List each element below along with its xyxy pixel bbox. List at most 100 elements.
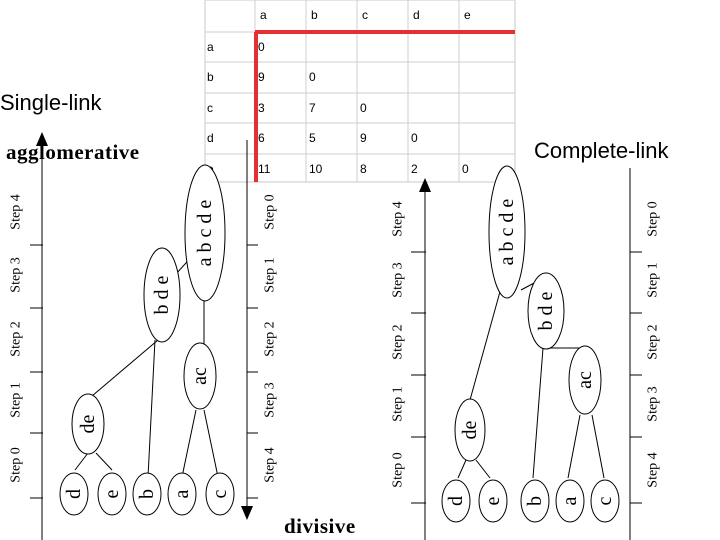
- complete-agg-step-label: Step 4: [391, 201, 406, 236]
- matrix-cell: 0: [360, 101, 367, 115]
- agg-step-label: Step 2: [9, 321, 24, 356]
- edge-a-ac: [181, 409, 197, 478]
- complete-div-step-label: Step 1: [646, 262, 661, 297]
- single-cluster-abcde-node: [184, 164, 226, 302]
- single-leaf-c-node: [205, 472, 235, 516]
- single-leaf-a-node: [167, 472, 197, 516]
- single-cluster-abcde-label: a b c d e: [194, 200, 216, 267]
- div-step-label: Step 2: [263, 321, 278, 356]
- matrix-row-header: a: [207, 40, 214, 54]
- complete-cluster-bde-label: b d e: [535, 291, 557, 330]
- agg-step-label: Step 1: [9, 382, 24, 417]
- single-leaf-d-label: d: [63, 489, 85, 499]
- matrix-cell: 0: [309, 70, 316, 84]
- matrix-cell: 6: [258, 131, 265, 145]
- divisive-label: divisive: [284, 514, 356, 538]
- single-cluster-bde-node: [143, 247, 181, 343]
- matrix-cell: 7: [309, 101, 316, 115]
- complete-leaf-d-node: [441, 479, 471, 523]
- single-leaf-c-label: c: [209, 489, 231, 498]
- complete-leaf-c-node: [590, 479, 620, 523]
- complete-cluster-de-label: de: [459, 420, 481, 439]
- edge-d-de: [74, 452, 89, 471]
- single-leaf-d-node: [59, 472, 89, 516]
- complete-leaf-b-label: b: [524, 496, 546, 506]
- complete-cluster-de-node: [454, 398, 486, 462]
- div-step-label: Step 0: [263, 194, 278, 229]
- complete-cluster-abcde-label: a b c d e: [496, 199, 518, 266]
- complete-div-step-label: Step 4: [646, 452, 661, 487]
- single-cluster-bde-label: b d e: [151, 275, 173, 314]
- single-leaf-a-label: a: [171, 489, 193, 498]
- complete-div-step-label: Step 2: [646, 324, 661, 359]
- c-edge-c-ac: [591, 414, 605, 479]
- single-cluster-ac-label: ac: [189, 367, 211, 385]
- matrix-cell: 0: [258, 40, 265, 54]
- agg-step-label: Step 0: [9, 447, 24, 482]
- complete-cluster-abcde-node: [488, 165, 526, 299]
- matrix-cell: 11: [258, 162, 271, 176]
- c-edge-de-abcde: [469, 287, 502, 401]
- matrix-cell: 10: [309, 162, 323, 176]
- complete-leaf-b-node: [520, 479, 550, 523]
- matrix-cell: 0: [462, 162, 469, 176]
- matrix-cell: 9: [258, 70, 265, 84]
- c-edge-d-de: [457, 459, 467, 479]
- complete-cluster-bde-node: [527, 272, 565, 350]
- complete-agg-arrowhead: [419, 178, 431, 192]
- matrix-col-header: e: [464, 8, 471, 22]
- matrix-row-header: c: [207, 101, 213, 115]
- matrix-cell: 2: [411, 162, 418, 176]
- single-cluster-de-label: de: [77, 414, 99, 433]
- matrix-row-header: b: [207, 70, 214, 84]
- complete-agg-step-label: Step 2: [391, 324, 406, 359]
- edge-b-bde: [147, 339, 156, 478]
- complete-agg-step-label: Step 1: [391, 386, 406, 421]
- divisive-arrowhead: [241, 506, 253, 520]
- matrix-col-header: c: [362, 8, 368, 22]
- complete-leaf-d-label: d: [445, 496, 467, 506]
- edge-c-ac: [203, 409, 219, 478]
- complete-agg-step-label: Step 3: [391, 262, 406, 297]
- single-leaf-e-node: [97, 472, 127, 516]
- complete-leaf-a-label: a: [559, 496, 581, 505]
- matrix-cell: 0: [411, 131, 418, 145]
- single-cluster-de-node: [71, 393, 105, 455]
- div-step-label: Step 4: [263, 447, 278, 482]
- c-edge-a-ac: [567, 414, 581, 479]
- complete-cluster-ac-node: [568, 345, 602, 415]
- single-leaf-e-label: e: [101, 489, 123, 498]
- matrix-cell: 3: [258, 101, 265, 115]
- matrix-cell: 8: [360, 162, 367, 176]
- c-edge-e-de: [475, 459, 491, 479]
- matrix-col-header: a: [260, 8, 267, 22]
- agg-step-label: Step 3: [9, 257, 24, 292]
- single-leaf-b-node: [132, 472, 162, 516]
- edge-de-bde: [91, 339, 159, 397]
- matrix-cell: 9: [360, 131, 367, 145]
- matrix-col-header: b: [311, 8, 318, 22]
- complete-agg-step-label: Step 0: [391, 452, 406, 487]
- edge-e-de: [95, 452, 113, 471]
- single-cluster-ac-node: [183, 342, 217, 410]
- matrix-row-header: d: [207, 131, 214, 145]
- matrix-cell: 5: [309, 131, 316, 145]
- complete-leaf-c-label: c: [594, 496, 616, 505]
- single-leaf-b-label: b: [136, 489, 158, 499]
- complete-cluster-ac-label: ac: [574, 371, 596, 389]
- complete-div-step-label: Step 3: [646, 386, 661, 421]
- agg-step-label: Step 4: [9, 194, 24, 229]
- matrix-col-header: d: [413, 8, 420, 22]
- complete-link-title: Complete-link: [534, 138, 669, 163]
- complete-leaf-e-node: [478, 479, 508, 523]
- c-edge-b-bde: [532, 347, 544, 479]
- agglomerative-arrowhead: [36, 132, 48, 146]
- complete-div-step-label: Step 0: [646, 201, 661, 236]
- div-step-label: Step 1: [263, 257, 278, 292]
- single-link-title: Single-link: [0, 90, 102, 115]
- complete-leaf-e-label: e: [482, 496, 504, 505]
